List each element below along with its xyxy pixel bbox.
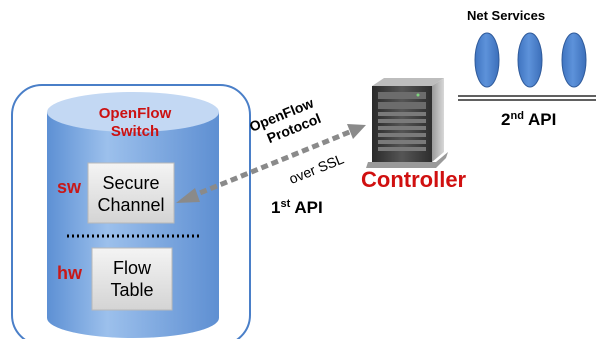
first-api-text: API: [294, 198, 323, 217]
server-icon: [366, 78, 448, 168]
net-service-node: [517, 32, 543, 88]
net-service-node: [474, 32, 500, 88]
first-api-suffix: st: [280, 198, 291, 210]
second-api-number: 2: [501, 110, 511, 129]
secure-channel-label: Secure Channel: [88, 172, 174, 216]
switch-cylinder-top: [47, 92, 219, 132]
net-service-nodes: [474, 32, 587, 88]
flow-table-line-2: Table: [110, 280, 154, 300]
second-api-label: 2nd API: [501, 110, 557, 129]
link-arrowhead-right: [347, 124, 366, 139]
second-api-text: API: [528, 110, 557, 129]
flow-table-box: [91, 247, 173, 311]
sw-label: sw: [57, 177, 82, 197]
controller-label: Controller: [361, 167, 467, 192]
net-services-label: Net Services: [467, 8, 546, 23]
flow-table-label: Flow Table: [92, 257, 172, 301]
flow-table-line-1: Flow: [112, 258, 151, 278]
hw-label: hw: [57, 263, 82, 283]
openflow-switch-title: OpenFlow Switch: [80, 105, 190, 141]
switch-title-line-1: OpenFlow: [98, 105, 172, 122]
openflow-link-line: [189, 128, 353, 200]
first-api-label: 1st API: [271, 198, 323, 217]
secure-channel-line-2: Channel: [97, 195, 165, 215]
first-api-number: 1: [271, 198, 281, 217]
second-api-suffix: nd: [510, 110, 524, 122]
secure-channel-line-1: Secure: [102, 173, 160, 193]
link-arrowhead-left: [176, 188, 200, 203]
net-service-node: [561, 32, 587, 88]
secure-channel-box: [87, 162, 175, 224]
switch-title-line-2: Switch: [110, 123, 160, 140]
